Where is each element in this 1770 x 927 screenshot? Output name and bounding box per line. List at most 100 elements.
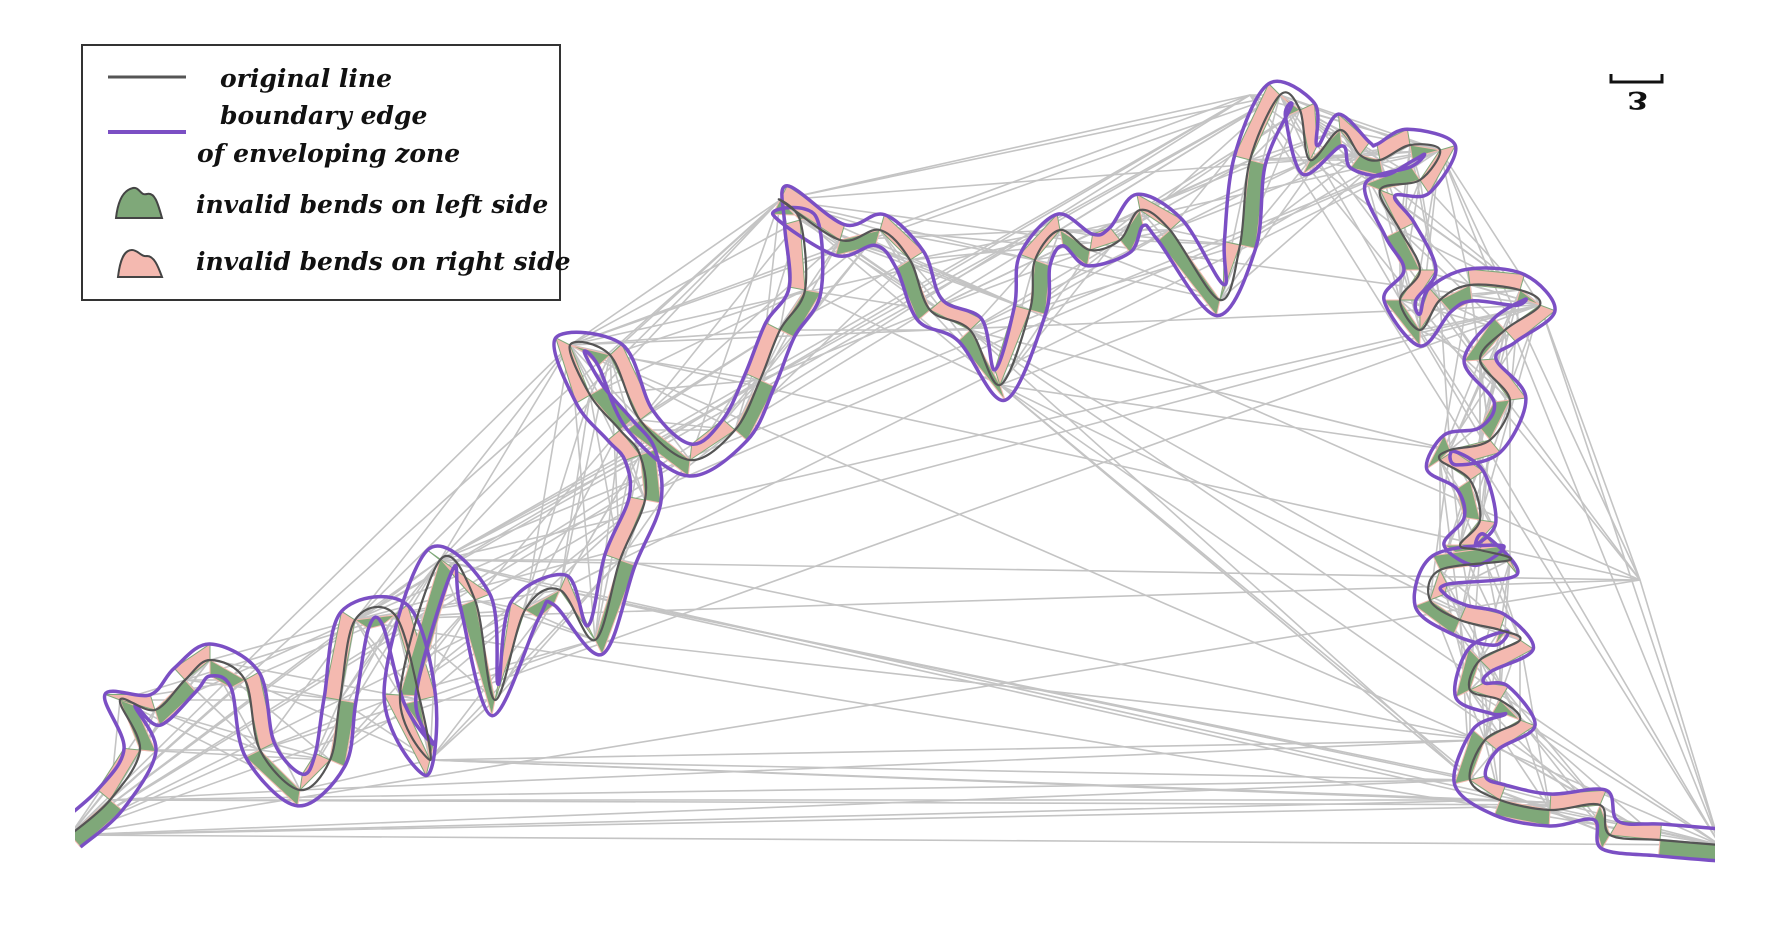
triangulation-edge: [569, 329, 781, 346]
boundary-edge-label: boundary edge: [220, 101, 427, 130]
triangulation-edge: [1029, 229, 1171, 311]
long-edge: [75, 799, 1501, 836]
hull-edge: [439, 94, 1281, 561]
long-edge: [619, 559, 1486, 741]
long-edge: [969, 329, 1451, 451]
triangulation-edge: [909, 239, 1121, 261]
long-edge: [429, 759, 1471, 781]
long-edge: [969, 329, 1471, 781]
triangulation-edge: [299, 559, 441, 791]
hull-edge: [1639, 579, 1715, 832]
triangulation-edge: [1034, 259, 1221, 301]
epsilon-scale: ε: [1609, 74, 1664, 123]
hull-edge: [1439, 149, 1641, 581]
hull-edge: [779, 149, 1441, 201]
right-bend: [1299, 102, 1318, 162]
triangulation-edge: [689, 199, 781, 461]
right-bends-label: invalid bends on right side: [196, 247, 571, 276]
long-edge: [594, 639, 1486, 741]
triangulation-edge: [139, 749, 331, 761]
triangulation-edge: [999, 299, 1221, 386]
hull-edge: [75, 344, 571, 832]
hull-edge: [569, 199, 781, 346]
scale-label: ε: [1627, 83, 1648, 123]
hull-edge: [569, 149, 1441, 346]
triangulation-edge: [1469, 284, 1541, 306]
triangulation-edge: [929, 249, 1091, 311]
triangulation-edge: [804, 289, 1001, 386]
long-edge: [429, 759, 1601, 806]
hull-edge: [75, 304, 1541, 835]
hull-edge: [75, 834, 1715, 846]
hull-edge: [439, 559, 1715, 845]
long-edge: [109, 799, 1601, 806]
hull-edge: [569, 344, 1715, 844]
triangulation-edge: [1419, 179, 1521, 291]
triangulation-edge: [474, 499, 646, 601]
original-line-label: original line: [220, 64, 392, 93]
long-edge: [559, 589, 1601, 806]
triangulation-edge: [1089, 109, 1301, 251]
hull-edge: [1279, 94, 1441, 151]
triangulation-edge: [1419, 179, 1441, 301]
triangulation-edge: [569, 344, 646, 501]
long-edge: [429, 739, 1486, 761]
hull-edge: [354, 94, 1251, 621]
triangulation-edge: [1419, 329, 1491, 441]
triangulation-edge: [1139, 109, 1301, 211]
triangulation-edge: [759, 309, 931, 381]
long-edge: [109, 779, 1471, 801]
hull-edge: [354, 559, 441, 621]
original-line: [75, 91, 1715, 846]
long-edge: [999, 384, 1471, 781]
triangulation-edge: [1479, 659, 1486, 741]
hull-edge: [439, 94, 1251, 561]
hull-edge: [1439, 149, 1715, 835]
hull-edge: [439, 199, 781, 561]
long-edge: [559, 589, 1501, 801]
legend: original line boundary edge of envelopin…: [81, 44, 571, 301]
triangulation-edge: [399, 499, 646, 696]
triangulation-edge: [354, 619, 401, 696]
scale-bar-icon: [1609, 74, 1664, 84]
hull-edge: [779, 94, 1281, 201]
boundary-edge-right: [75, 79, 1715, 831]
long-edge: [75, 804, 1601, 836]
hull-edge: [1539, 304, 1715, 833]
original-line-path: [75, 91, 1715, 846]
hull-edge: [354, 344, 571, 621]
right-bend-swatch-icon: [116, 248, 164, 278]
hull-edge: [569, 94, 1251, 346]
triangulation-edge: [1089, 159, 1251, 251]
hull-edge: [439, 149, 1441, 561]
triangulation-edge: [1519, 719, 1715, 843]
hull-edge: [75, 199, 781, 832]
hull-edge: [779, 94, 1251, 201]
hull-edge: [354, 304, 1541, 621]
left-bend-swatch-icon: [114, 186, 164, 219]
triangulation-edge: [429, 699, 496, 761]
triangulation-edge: [1439, 284, 1471, 461]
boundary-edge-left: [79, 101, 1715, 863]
hull-edge: [1249, 94, 1641, 581]
long-edge: [299, 739, 1486, 791]
triangulation-edge: [299, 759, 431, 791]
hull-edge: [569, 304, 1541, 346]
triangulation-edge: [779, 199, 1001, 386]
triangulation-edge: [339, 559, 441, 701]
triangulation-edge: [1469, 779, 1715, 845]
legend-box: [81, 44, 561, 301]
hull-edge: [1249, 94, 1715, 839]
boundary-edge-label-2: of enveloping zone: [197, 139, 460, 168]
triangulation-edge: [559, 394, 591, 591]
hull-edge: [75, 579, 1641, 835]
enveloping-zone: [75, 79, 1715, 863]
triangulation-edge: [569, 219, 801, 346]
hull-edge: [1539, 304, 1641, 581]
hull-edge: [1279, 94, 1715, 839]
triangulation-edge: [1239, 144, 1411, 246]
hull-edge: [1279, 94, 1641, 581]
hull-edge: [439, 344, 571, 561]
left-bends-label: invalid bends on left side: [196, 190, 548, 219]
